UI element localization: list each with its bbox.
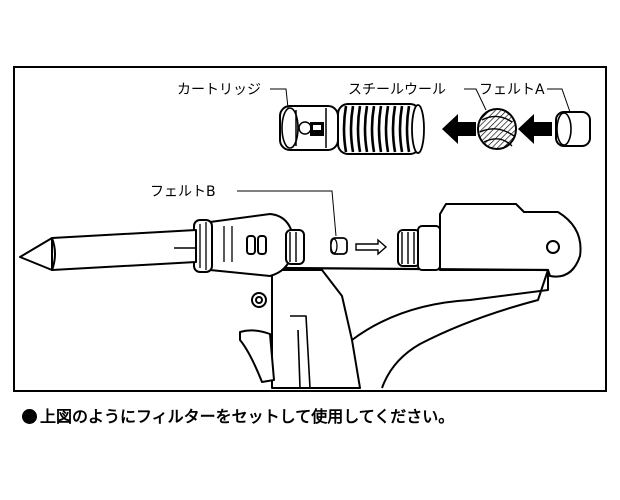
felt-b-part [330,237,348,255]
cartridge-part [279,105,339,151]
diagram-frame [13,66,607,392]
caption-text: 上図のようにフィルターをセットして使用してください。 [40,407,455,426]
bullet-icon [22,409,37,424]
felt-a-label: フェルトA [479,82,545,98]
insert-arrow-2 [518,114,552,144]
steel-wool-label: スチールウール [348,82,446,98]
steel-wool-ball [477,108,517,150]
leader-lines [237,88,571,237]
insert-arrow-1 [442,114,476,144]
cartridge-label: カートリッジ [177,82,261,98]
felt-b-arrow [355,238,388,256]
steel-wool-coil [337,103,425,155]
desoldering-gun [19,203,582,389]
instruction-caption: 上図のようにフィルターをセットして使用してください。 [22,403,454,427]
felt-a-part [555,111,591,147]
felt-b-label: フェルトB [150,184,216,200]
